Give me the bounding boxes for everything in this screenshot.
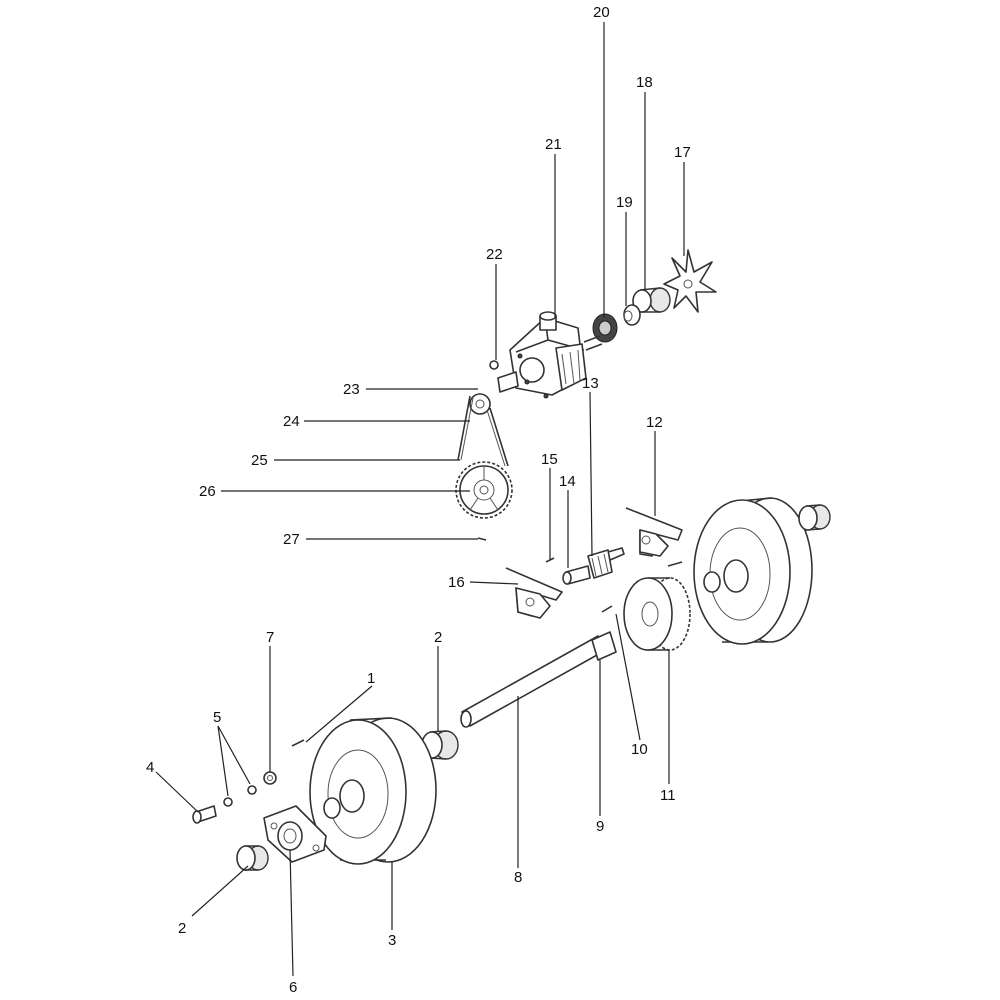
bracket-part-16: [505, 567, 563, 619]
part-label-4: 4: [146, 759, 154, 776]
part-label-26: 26: [199, 483, 216, 500]
bushing-part-18: [632, 287, 671, 313]
gearbox-part-21: [497, 311, 603, 399]
part-label-10: 10: [631, 741, 648, 758]
part-label-24: 24: [283, 413, 300, 430]
washers-part-5: [223, 785, 257, 807]
bushing-left: [236, 845, 269, 871]
bushing-part-19: [623, 304, 641, 326]
part-number-labels: 20 18 17 21 19 22 23 13 24 12 25 15 14 2…: [146, 4, 691, 996]
bearing-part-20: [592, 313, 618, 343]
fan-star-part: [663, 249, 717, 313]
part-label-2-center: 2: [434, 629, 442, 646]
nut-part-7: [263, 771, 277, 785]
key-part-27: [477, 537, 487, 541]
bolt-part-4: [192, 805, 217, 824]
bracket-plate-part-6: [263, 805, 327, 863]
part-label-23: 23: [343, 381, 360, 398]
part-label-22: 22: [486, 246, 503, 263]
chain-drive-parts: [455, 393, 513, 519]
part-label-12: 12: [646, 414, 663, 431]
gear-part-13: [587, 547, 625, 579]
part-label-25: 25: [251, 452, 268, 469]
leader-lines: [155, 22, 685, 977]
bushing-right: [798, 504, 831, 531]
pin-part-1: [291, 739, 305, 747]
bushing-center: [421, 730, 459, 760]
part-label-5: 5: [213, 709, 221, 726]
part-label-9: 9: [596, 818, 604, 835]
part-label-8: 8: [514, 869, 522, 886]
part-label-6: 6: [289, 979, 297, 996]
bracket-part-12: [625, 507, 683, 557]
wheel-left: [309, 717, 437, 865]
part-label-7: 7: [266, 629, 274, 646]
gear-wheel-part-11: [623, 577, 691, 651]
part-label-19: 19: [616, 194, 633, 211]
key-part-10: [601, 605, 613, 613]
part-label-1: 1: [367, 670, 375, 687]
part-label-21: 21: [545, 136, 562, 153]
wheel-right: [667, 497, 813, 645]
part-label-16: 16: [448, 574, 465, 591]
part-label-27: 27: [283, 531, 300, 548]
part-label-17: 17: [674, 144, 691, 161]
part-label-18: 18: [636, 74, 653, 91]
axle-part-8: [460, 631, 617, 728]
part-label-2-left: 2: [178, 920, 186, 937]
part-label-11: 11: [660, 787, 676, 804]
part-label-3: 3: [388, 932, 396, 949]
part-label-14: 14: [559, 473, 576, 490]
part-label-13: 13: [582, 375, 599, 392]
pin-part-14: [562, 565, 591, 585]
nut-part-22: [489, 360, 499, 370]
part-label-20: 20: [593, 4, 610, 21]
part-label-15: 15: [541, 451, 558, 468]
